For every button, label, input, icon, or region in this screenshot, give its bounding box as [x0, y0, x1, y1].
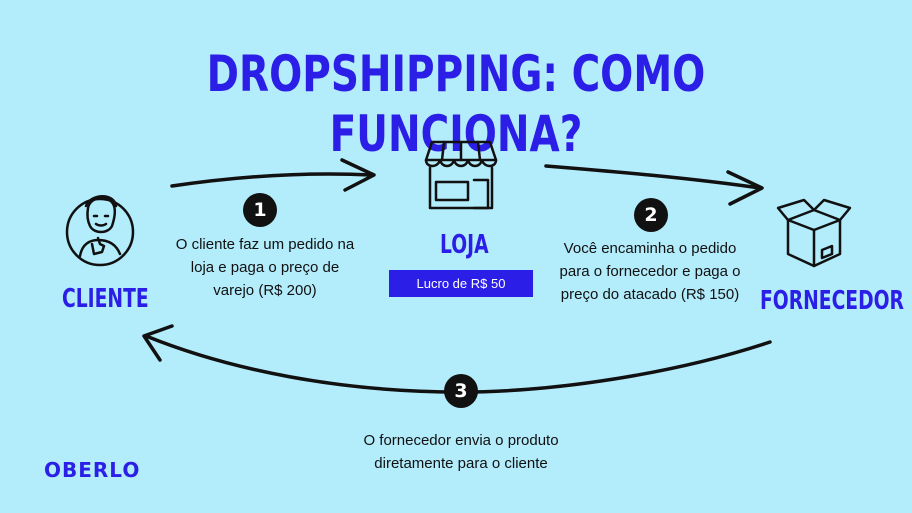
- arrow-loja-to-fornecedor: [544, 164, 762, 190]
- step-2-line-3: preço do atacado (R$ 150): [560, 286, 740, 303]
- step-3-text: O fornecedor envia o produto diretamente…: [336, 429, 586, 475]
- arrow-loja-to-fornecedor-head: [726, 170, 764, 206]
- step-2-badge: 2: [634, 198, 668, 232]
- step-1-badge: 1: [243, 193, 277, 227]
- arrow-cliente-to-loja: [170, 172, 374, 188]
- step-2-text: Você encaminha o pedido para o fornecedo…: [540, 237, 760, 306]
- diagram-title: DROPSHIPPING: COMO FUNCIONA?: [206, 45, 706, 163]
- node-cliente-label: CLIENTE: [62, 284, 149, 314]
- node-fornecedor-label: FORNECEDOR: [760, 286, 904, 316]
- step-1-line-1: O cliente faz um pedido na: [175, 236, 355, 253]
- step-3-line-2: diretamente para o cliente: [374, 455, 548, 472]
- step-2-line-2: para o fornecedor e paga o: [559, 263, 741, 280]
- node-loja-label: LOJA: [440, 230, 489, 260]
- profit-badge: Lucro de R$ 50: [389, 270, 533, 297]
- customer-thumbs-up-icon: [65, 195, 135, 267]
- store-icon: [424, 140, 498, 210]
- oberlo-logo: OBERLO: [44, 458, 141, 482]
- step-1-line-2: loja e paga o preço de: [190, 259, 340, 276]
- box-icon: [776, 198, 852, 268]
- step-1-text: O cliente faz um pedido na loja e paga o…: [160, 233, 370, 302]
- step-3-line-1: O fornecedor envia o produto: [363, 432, 559, 449]
- step-2-line-1: Você encaminha o pedido: [563, 240, 737, 257]
- arrow-cliente-to-loja-head: [340, 158, 376, 192]
- step-3-badge: 3: [444, 374, 478, 408]
- step-1-line-3: varejo (R$ 200): [213, 282, 317, 299]
- arrow-fornecedor-to-cliente-head: [142, 324, 174, 362]
